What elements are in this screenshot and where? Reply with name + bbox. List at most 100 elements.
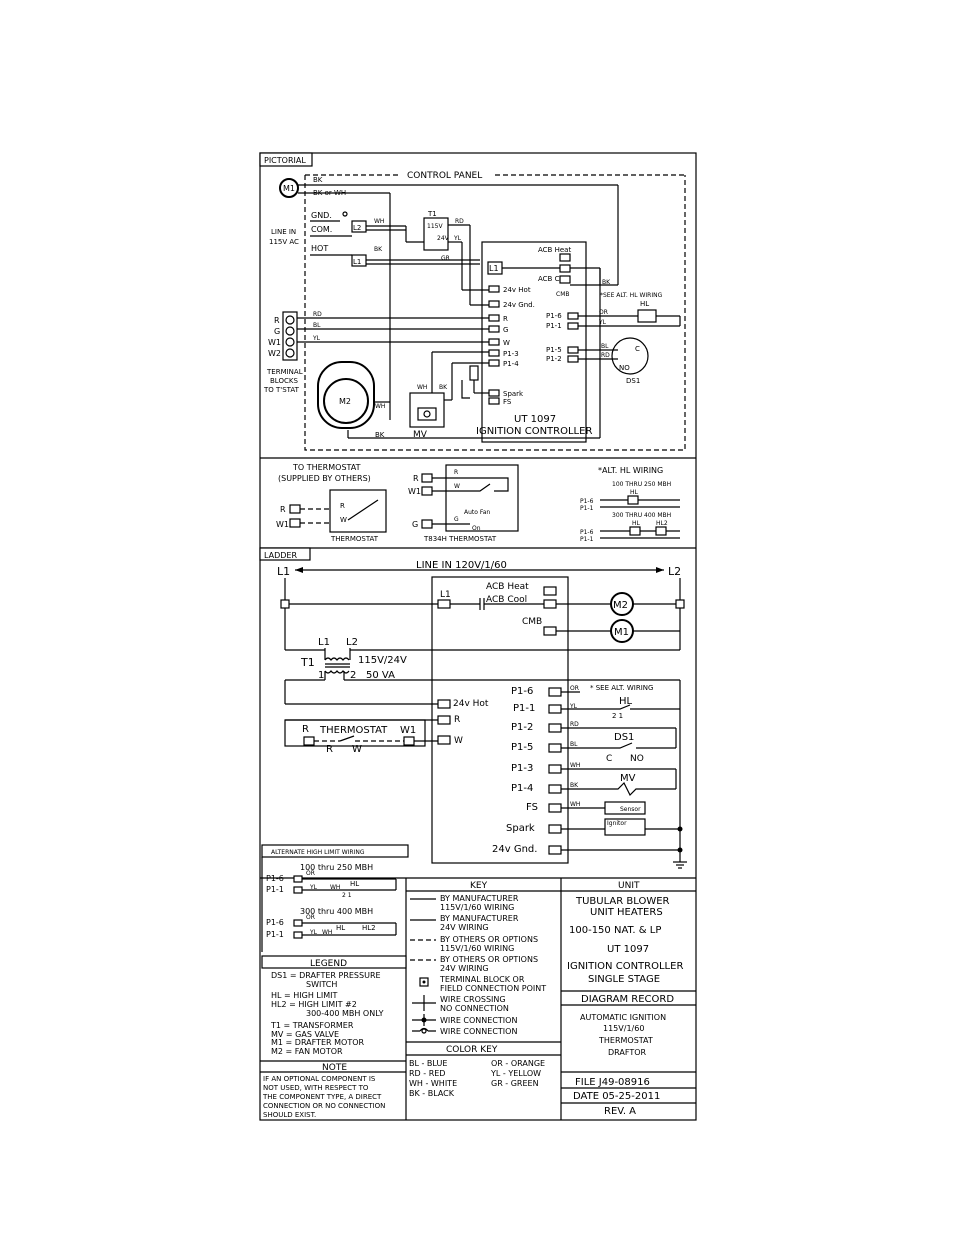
- ladder-p1-1: P1-1: [513, 703, 535, 714]
- alt-hl-yl: YL: [309, 884, 318, 891]
- color-key-bk: BK - BLACK: [409, 1089, 455, 1098]
- ladder-ds1-c: C: [606, 754, 612, 764]
- ladder-p1-6: P1-6: [511, 686, 533, 697]
- legend-line-3: HL = HIGH LIMIT: [271, 991, 337, 1000]
- legend-line-6: T1 = TRANSFORMER: [270, 1021, 354, 1030]
- term-g: G: [503, 326, 508, 334]
- key-item-1b: 115V/1/60 WIRING: [440, 903, 514, 912]
- ladder-ds1-no: NO: [630, 754, 644, 764]
- key-item-2a: BY MANUFACTURER: [440, 914, 519, 923]
- gas-valve-label: MV: [413, 430, 428, 440]
- ctrl-l1-label: L1: [489, 264, 499, 273]
- alt-hl-hl-2: HL: [336, 924, 345, 932]
- alt-p16-label: P1-6: [580, 498, 594, 505]
- ladder-cmb: CMB: [522, 617, 542, 627]
- term-w: W: [503, 339, 510, 347]
- gas-valve: [409, 392, 445, 428]
- acb-cool-label: ACB Cool: [538, 275, 570, 283]
- ladder-hl-pins: 2 1: [612, 712, 623, 720]
- t1-transformer: [423, 217, 449, 251]
- unit-title: UNIT: [618, 881, 640, 891]
- alt-hl-p11: P1-1: [266, 885, 284, 894]
- strip-r-label: R: [274, 316, 280, 325]
- acb-heat-label: ACB Heat: [538, 246, 571, 254]
- line-voltage-label: 115V AC: [269, 238, 299, 246]
- unit-line-2: UNIT HEATERS: [590, 907, 663, 918]
- ladder-p1-2: P1-2: [511, 722, 533, 733]
- ladder-thermo-r: R: [302, 724, 309, 735]
- key-item-6b: NO CONNECTION: [440, 1004, 509, 1013]
- term-p1-3: P1-3: [503, 350, 519, 358]
- alt-hl-p16-2: P1-6: [266, 918, 284, 927]
- t1-yl-label: YL: [453, 235, 462, 242]
- t1-gr-label: GR: [441, 255, 450, 262]
- note-line-3: THE COMPONENT TYPE, A DIRECT: [262, 1093, 382, 1101]
- bk-wire-label: BK: [374, 246, 383, 253]
- diagram-date: DATE 05-25-2011: [573, 1091, 660, 1102]
- strip-yl-label: YL: [312, 335, 321, 342]
- strip-g-label: G: [274, 327, 280, 336]
- color-key-title: COLOR KEY: [446, 1045, 498, 1055]
- ladder-ctrl-r: R: [454, 715, 460, 725]
- key-item-4a: BY OTHERS OR OPTIONS: [440, 955, 538, 964]
- ladder-l2-label: L2: [668, 565, 681, 578]
- wire-label-bk: BK: [313, 176, 323, 184]
- unit-line-1: TUBULAR BLOWER: [575, 896, 670, 907]
- record-line-3: THERMOSTAT: [598, 1036, 653, 1045]
- wire-label-bk-or-wh: BK or WH: [313, 189, 346, 197]
- m2-housing: [317, 361, 375, 429]
- strip-rd-label: RD: [313, 311, 322, 318]
- unit-line-3: 100-150 NAT. & LP: [569, 925, 661, 936]
- unit-line-5: IGNITION CONTROLLER: [567, 961, 683, 972]
- key-item-7: WIRE CONNECTION: [440, 1016, 517, 1025]
- t834h-in-w: W: [454, 483, 460, 490]
- color-key-gr: GR - GREEN: [491, 1079, 539, 1088]
- color-key-or: OR - ORANGE: [491, 1059, 545, 1068]
- term-spark: Spark: [503, 390, 524, 398]
- ds1-pressure-switch: [611, 337, 649, 375]
- alt-hl-or-2: OR: [306, 914, 315, 921]
- ladder-tx-pin2: 2: [350, 670, 356, 681]
- alt-hl-wiring-label: *ALT. HL WIRING: [598, 466, 663, 475]
- note-line-4: CONNECTION OR NO CONNECTION: [263, 1102, 385, 1110]
- unit-line-4: UT 1097: [607, 944, 649, 955]
- thermo-box-w: W: [340, 516, 347, 524]
- terminal-blocks-label: TERMINAL: [266, 368, 303, 376]
- ladder-m2-label: M2: [613, 600, 628, 611]
- hot-label: HOT: [311, 244, 328, 253]
- alt-hl-hl2: HL2: [362, 924, 376, 932]
- ladder-wh-label-2: WH: [570, 801, 580, 808]
- legend-line-2: SWITCH: [306, 980, 337, 989]
- ignition-controller-label: IGNITION CONTROLLER: [476, 426, 592, 437]
- ladder-right-terminals: P1-6 P1-1 P1-2 P1-5 P1-3 P1-4 FS Spark 2…: [492, 686, 562, 855]
- alt-hl-wh-2: WH: [322, 929, 332, 936]
- alt-hl-hl: HL: [350, 880, 359, 888]
- cmb-bk-label: BK: [602, 279, 611, 286]
- ladder-thermostat-label: THERMOSTAT: [319, 725, 388, 736]
- term-p1-2: P1-2: [546, 355, 562, 363]
- note-line-1: IF AN OPTIONAL COMPONENT IS: [263, 1075, 376, 1083]
- note-line-2: NOT USED, WITH RESPECT TO: [263, 1084, 369, 1092]
- line-in-label: LINE IN: [271, 228, 296, 236]
- thermo-box-r: R: [340, 502, 345, 510]
- thermo-r-label: R: [280, 505, 286, 514]
- thermostat-caption: THERMOSTAT: [330, 535, 379, 543]
- key-panel: KEY BY MANUFACTURER 115V/1/60 WIRING BY …: [406, 881, 561, 1036]
- file-number: FILE J49-08916: [575, 1077, 650, 1088]
- alt-hl2-label: HL2: [656, 520, 668, 527]
- ladder-contact-w: W: [352, 744, 362, 755]
- alternate-hl-wiring-panel: ALTERNATE HIGH LIMIT WIRING 100 thru 250…: [261, 844, 409, 952]
- color-key-wh: WH - WHITE: [409, 1079, 457, 1088]
- l1-terminal-label: L1: [353, 258, 361, 266]
- color-key-panel: COLOR KEY BL - BLUE RD - RED WH - WHITE …: [406, 1041, 561, 1098]
- ds1-rd-label: RD: [601, 352, 610, 359]
- ladder-p1-4: P1-4: [511, 783, 533, 794]
- ladder-bk-label: BK: [570, 782, 579, 789]
- ladder-24v-gnd: 24v Gnd.: [492, 844, 537, 855]
- gnd-label: GND.: [311, 211, 332, 220]
- legend-panel: LEGEND DS1 = DRAFTER PRESSURE SWITCH HL …: [261, 955, 407, 1056]
- m2-wh-label: WH: [375, 403, 385, 410]
- see-alt-hl-label: *SEE ALT. HL WIRING: [600, 292, 663, 299]
- key-item-8: WIRE CONNECTION: [440, 1027, 517, 1036]
- alt-hl-title: ALTERNATE HIGH LIMIT WIRING: [271, 849, 365, 856]
